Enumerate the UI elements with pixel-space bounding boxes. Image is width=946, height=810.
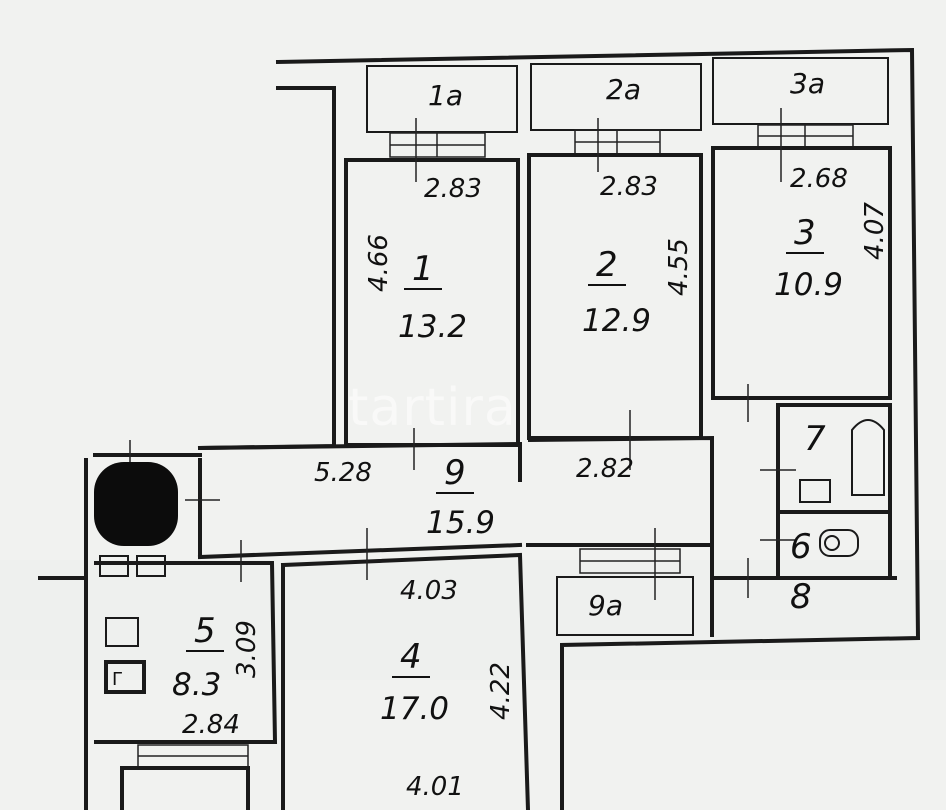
kitchen-fixtures: Г bbox=[99, 555, 166, 694]
watermark-text: tartira bbox=[348, 378, 517, 438]
window-hatches bbox=[137, 124, 854, 768]
room-4-length: 4.22 bbox=[485, 662, 516, 720]
room-4-width-top: 4.03 bbox=[400, 576, 458, 606]
balcony-label-1a: 1a bbox=[428, 79, 463, 112]
room-4-number: 4 bbox=[392, 640, 430, 678]
room-5-area: 8.3 bbox=[172, 667, 222, 703]
room-2-length: 4.55 bbox=[663, 238, 694, 296]
room-2-width: 2.83 bbox=[600, 172, 658, 202]
room-1-area: 13.2 bbox=[398, 309, 468, 345]
room-1-width: 2.83 bbox=[424, 174, 482, 204]
room-9-area: 15.9 bbox=[426, 505, 496, 541]
room-8-number: 8 bbox=[790, 577, 812, 617]
room-2-area: 12.9 bbox=[582, 303, 652, 339]
room-3-length: 4.07 bbox=[859, 202, 890, 260]
room-7-number: 7 bbox=[804, 419, 826, 459]
room-9-length: 5.28 bbox=[314, 458, 372, 488]
interior-walls bbox=[94, 146, 897, 810]
room-5-number: 5 bbox=[186, 614, 224, 652]
svg-text:Г: Г bbox=[112, 669, 123, 690]
room-9-width: 2.82 bbox=[576, 454, 634, 484]
room-3-width: 2.68 bbox=[790, 164, 848, 194]
room-4-area: 17.0 bbox=[380, 691, 450, 727]
room-2-number: 2 bbox=[588, 248, 626, 286]
room-3-area: 10.9 bbox=[774, 267, 844, 303]
bathroom-fixtures bbox=[799, 419, 885, 557]
balcony-label-3a: 3a bbox=[790, 67, 825, 100]
room-6-number: 6 bbox=[790, 527, 812, 567]
room-1-number: 1 bbox=[404, 252, 442, 290]
room-4-width-bottom: 4.01 bbox=[406, 772, 464, 802]
room-1-length: 4.66 bbox=[363, 234, 394, 292]
room-5-length: 3.09 bbox=[231, 620, 262, 678]
room-9-number: 9 bbox=[436, 456, 474, 494]
balcony-label-9a: 9a bbox=[588, 589, 623, 622]
room-5-width: 2.84 bbox=[182, 710, 240, 740]
tick-marks bbox=[129, 108, 796, 600]
room-3-number: 3 bbox=[786, 216, 824, 254]
balcony-label-2a: 2a bbox=[606, 73, 641, 106]
redaction-blot bbox=[94, 462, 178, 546]
